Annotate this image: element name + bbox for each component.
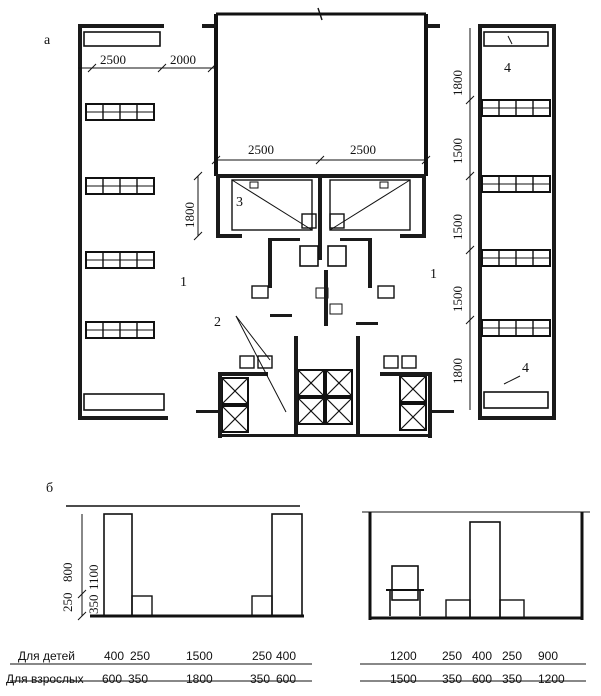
label-zone-2: 2 [214, 315, 221, 330]
label-zone-4-top: 4 [504, 61, 511, 76]
dim-top-left: 2500 [248, 142, 274, 157]
dim-right-1: 1800 [450, 70, 465, 96]
row-adults-left-3: 1800 [186, 672, 213, 686]
right-room [478, 24, 556, 420]
row-adults-left-2: 350 [128, 672, 149, 686]
row-adults-left-5: 600 [276, 672, 297, 686]
dim-h-250: 250 [60, 593, 75, 613]
dim-right-2: 1500 [450, 138, 465, 164]
row-children-left-3: 1500 [186, 649, 213, 663]
row-adults-right-4: 350 [502, 672, 523, 686]
row-children-left-4: 250 [252, 649, 273, 663]
row-children-right-3: 400 [472, 649, 493, 663]
row-children-label: Для детей [18, 649, 75, 663]
row-children-right-5: 900 [538, 649, 559, 663]
left-room [78, 24, 168, 420]
row-adults-right-1: 1500 [390, 672, 417, 686]
dim-left-width: 2500 [100, 52, 126, 67]
row-adults-label: Для взрослых [6, 672, 84, 686]
central-hall [202, 7, 440, 176]
lower-blocks [196, 336, 454, 438]
dim-top-right: 2500 [350, 142, 376, 157]
dim-h-350: 350 [86, 595, 101, 615]
label-part-a: а [44, 33, 51, 48]
wc-block [216, 174, 426, 326]
dim-right-5: 1800 [450, 358, 465, 384]
row-children-left-5: 400 [276, 649, 297, 663]
row-adults-right-2: 350 [442, 672, 463, 686]
row-children-right-2: 250 [442, 649, 463, 663]
dim-wc-depth: 1800 [182, 202, 197, 228]
label-zone-3: 3 [236, 195, 243, 210]
label-zone-4-bottom: 4 [522, 361, 529, 376]
row-adults-left-4: 350 [250, 672, 271, 686]
dim-h-1100: 1100 [86, 564, 101, 590]
row-children-left-1: 400 [104, 649, 125, 663]
section-left [66, 505, 304, 621]
label-zone-1-right: 1 [430, 267, 437, 282]
row-adults-right-5: 1200 [538, 672, 565, 686]
row-children-left-2: 250 [130, 649, 151, 663]
label-zone-1-left: 1 [180, 275, 187, 290]
dim-gap: 2000 [170, 52, 196, 67]
row-adults-right-3: 600 [472, 672, 493, 686]
row-children-right-4: 250 [502, 649, 523, 663]
dim-right-3: 1500 [450, 214, 465, 240]
label-part-b: б [46, 481, 53, 496]
plan-dimension-lines [78, 28, 521, 413]
row-dimension-lines [10, 663, 586, 682]
row-children-right-1: 1200 [390, 649, 417, 663]
dim-right-4: 1500 [450, 286, 465, 312]
dim-h-800: 800 [60, 563, 75, 583]
section-right [362, 511, 590, 620]
row-adults-left-1: 600 [102, 672, 123, 686]
